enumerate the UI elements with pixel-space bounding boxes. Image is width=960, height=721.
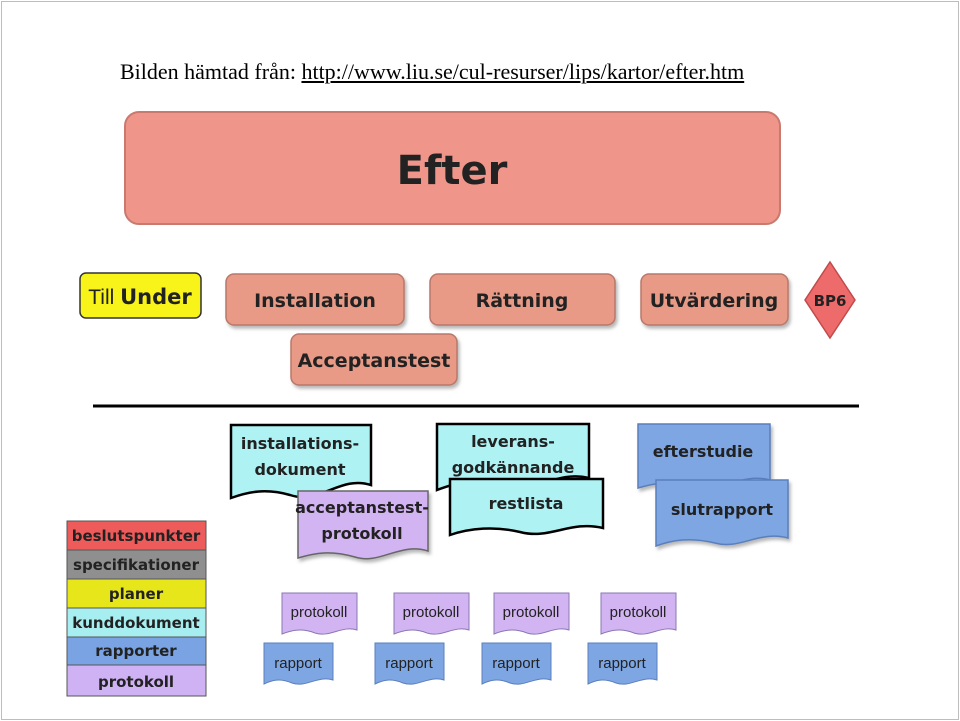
protocol-label-3: protokoll [503, 604, 560, 621]
protocol-document-3[interactable] [493, 592, 570, 635]
phase-utvardering-label: Utvärdering [650, 290, 779, 312]
prev-phase-box[interactable] [79, 272, 202, 319]
phase-rattning-box[interactable] [429, 273, 616, 326]
legend-label-specifikationer: specifikationer [73, 556, 200, 574]
legend-swatch-beslutspunkter [66, 520, 207, 551]
delivery-approval-line2: godkännande [452, 458, 575, 477]
remaining-list-label: restlista [489, 494, 564, 513]
report-label-2: rapport [385, 655, 433, 672]
milestone-diamond[interactable] [804, 260, 856, 340]
phase-installation-label: Installation [254, 290, 376, 312]
report-document-4[interactable] [587, 642, 658, 685]
protocol-document-1[interactable] [281, 592, 358, 635]
post-study-label: efterstudie [653, 442, 754, 461]
remaining-list-document[interactable] [448, 477, 605, 537]
title-text: Efter [397, 148, 508, 194]
report-document-2[interactable] [374, 642, 445, 685]
final-report-label: slutrapport [671, 500, 774, 519]
delivery-approval-line1: leverans- [471, 432, 555, 451]
protocol-document-2[interactable] [393, 592, 470, 635]
phase-rattning-label: Rättning [476, 290, 569, 312]
report-label-4: rapport [598, 655, 646, 672]
report-document-1[interactable] [263, 642, 334, 685]
report-label-3: rapport [492, 655, 540, 672]
protocol-label-4: protokoll [610, 604, 667, 621]
phase-acceptanstest-box[interactable] [290, 333, 458, 386]
caption-prefix: Bilden hämtad från: [120, 59, 302, 84]
phase-acceptanstest-label: Acceptanstest [298, 350, 451, 372]
source-caption: Bilden hämtad från: http://www.liu.se/cu… [120, 59, 744, 85]
protocol-document-4[interactable] [600, 592, 677, 635]
phase-installation-box[interactable] [225, 273, 405, 326]
legend-label-rapporter: rapporter [95, 642, 177, 660]
protocol-label-1: protokoll [291, 604, 348, 621]
legend-swatch-specifikationer [66, 549, 207, 580]
acceptance-protocol-line2: protokoll [321, 524, 402, 543]
protocol-label-2: protokoll [403, 604, 460, 621]
prev-phase-label: Till Under [88, 285, 192, 309]
legend-label-beslutspunkter: beslutspunkter [72, 527, 201, 545]
legend-label-kunddokument: kunddokument [72, 614, 199, 632]
legend: beslutspunkter specifikationer planer ku… [66, 520, 207, 697]
final-report-document[interactable] [655, 479, 789, 548]
phase-utvardering-box[interactable] [640, 273, 789, 326]
legend-label-planer: planer [109, 585, 164, 603]
legend-swatch-protokoll [66, 664, 207, 697]
report-document-3[interactable] [481, 642, 552, 685]
installation-document-line1: installations- [241, 434, 359, 453]
report-label-1: rapport [274, 655, 322, 672]
milestone-label: BP6 [814, 292, 847, 310]
source-link[interactable]: http://www.liu.se/cul-resurser/lips/kart… [301, 59, 745, 84]
acceptance-protocol-document[interactable] [297, 490, 429, 560]
legend-swatch-rapporter [66, 636, 207, 666]
legend-swatch-planer [66, 578, 207, 609]
acceptance-protocol-line1: acceptanstest- [295, 498, 429, 517]
title-block [124, 111, 781, 225]
legend-label-protokoll: protokoll [98, 673, 174, 691]
installation-document-line2: dokument [254, 460, 345, 479]
legend-swatch-kunddokument [66, 607, 207, 638]
